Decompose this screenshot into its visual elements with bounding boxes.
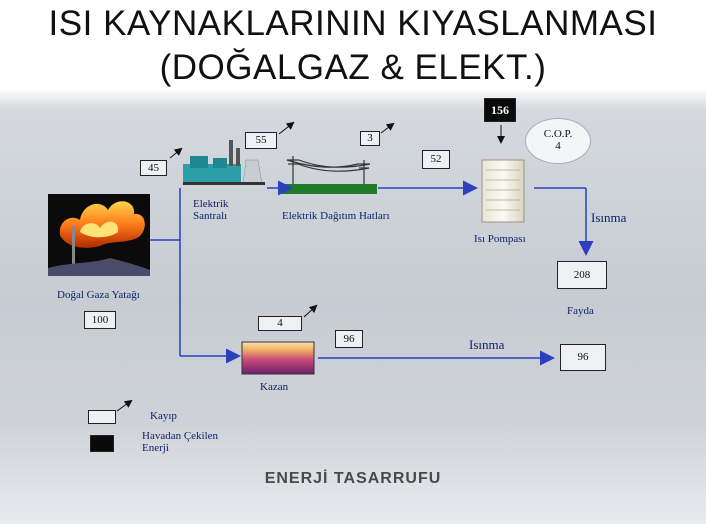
- boiler-label: Kazan: [260, 381, 289, 393]
- boiler-icon: [241, 341, 315, 375]
- title-divider: [0, 90, 706, 91]
- cop-label: C.O.P.: [543, 128, 573, 140]
- legend-air-label-1: Havadan Çekilen: [142, 430, 219, 442]
- gas-field-icon: [48, 194, 150, 276]
- power-plant-label-2: Santralı: [193, 210, 228, 222]
- footer-title: ENERJİ TASARRUFU: [264, 470, 442, 487]
- legend-loss-label: Kayıp: [150, 410, 177, 422]
- flow-value-to-plant: 45: [140, 160, 167, 176]
- heating-label-bottom: Isınma: [469, 337, 505, 352]
- loss-arrow-boiler: [303, 304, 318, 318]
- legend-air-box: [90, 435, 114, 452]
- air-input-value: 156: [484, 98, 516, 122]
- power-lines-icon: [286, 156, 371, 184]
- slide-title-line2: (DOĞALGAZ & ELEKT.): [159, 48, 547, 87]
- loss-arrow-plant-in: [169, 147, 183, 159]
- result-boiler: 96: [560, 344, 606, 371]
- loss-arrow-plant: [278, 121, 295, 135]
- benefit-label: Fayda: [567, 305, 594, 317]
- power-plant-label-1: Elektrik: [193, 198, 229, 210]
- result-heat-pump: 208: [557, 261, 607, 289]
- grid-label: Elektrik Dağıtım Hatları: [282, 210, 390, 222]
- loss-value-plant: 55: [245, 132, 277, 149]
- legend-air-label-2: Enerji: [142, 442, 169, 454]
- flow-value-to-pump: 52: [422, 150, 450, 169]
- gas-field-value: 100: [84, 311, 116, 329]
- legend-loss-arrow: [116, 399, 133, 412]
- loss-value-grid: 3: [360, 131, 380, 146]
- power-plant-icon: [183, 140, 265, 185]
- cop-badge: C.O.P. 4: [525, 118, 591, 164]
- gas-field-label: Doğal Gaza Yatağı: [57, 289, 140, 301]
- legend-loss-box: [88, 410, 116, 424]
- heating-label-top: Isınma: [591, 210, 627, 225]
- loss-value-boiler: 4: [258, 316, 302, 331]
- heat-pump-label: Isı Pompası: [474, 233, 526, 245]
- loss-arrow-grid: [380, 122, 395, 134]
- flow-value-boiler-out: 96: [335, 330, 363, 348]
- heat-pump-icon: [481, 159, 525, 223]
- grass-strip: [282, 184, 377, 194]
- cop-value: 4: [555, 140, 561, 152]
- slide-title-line1: ISI KAYNAKLARININ KIYASLANMASI: [48, 4, 658, 43]
